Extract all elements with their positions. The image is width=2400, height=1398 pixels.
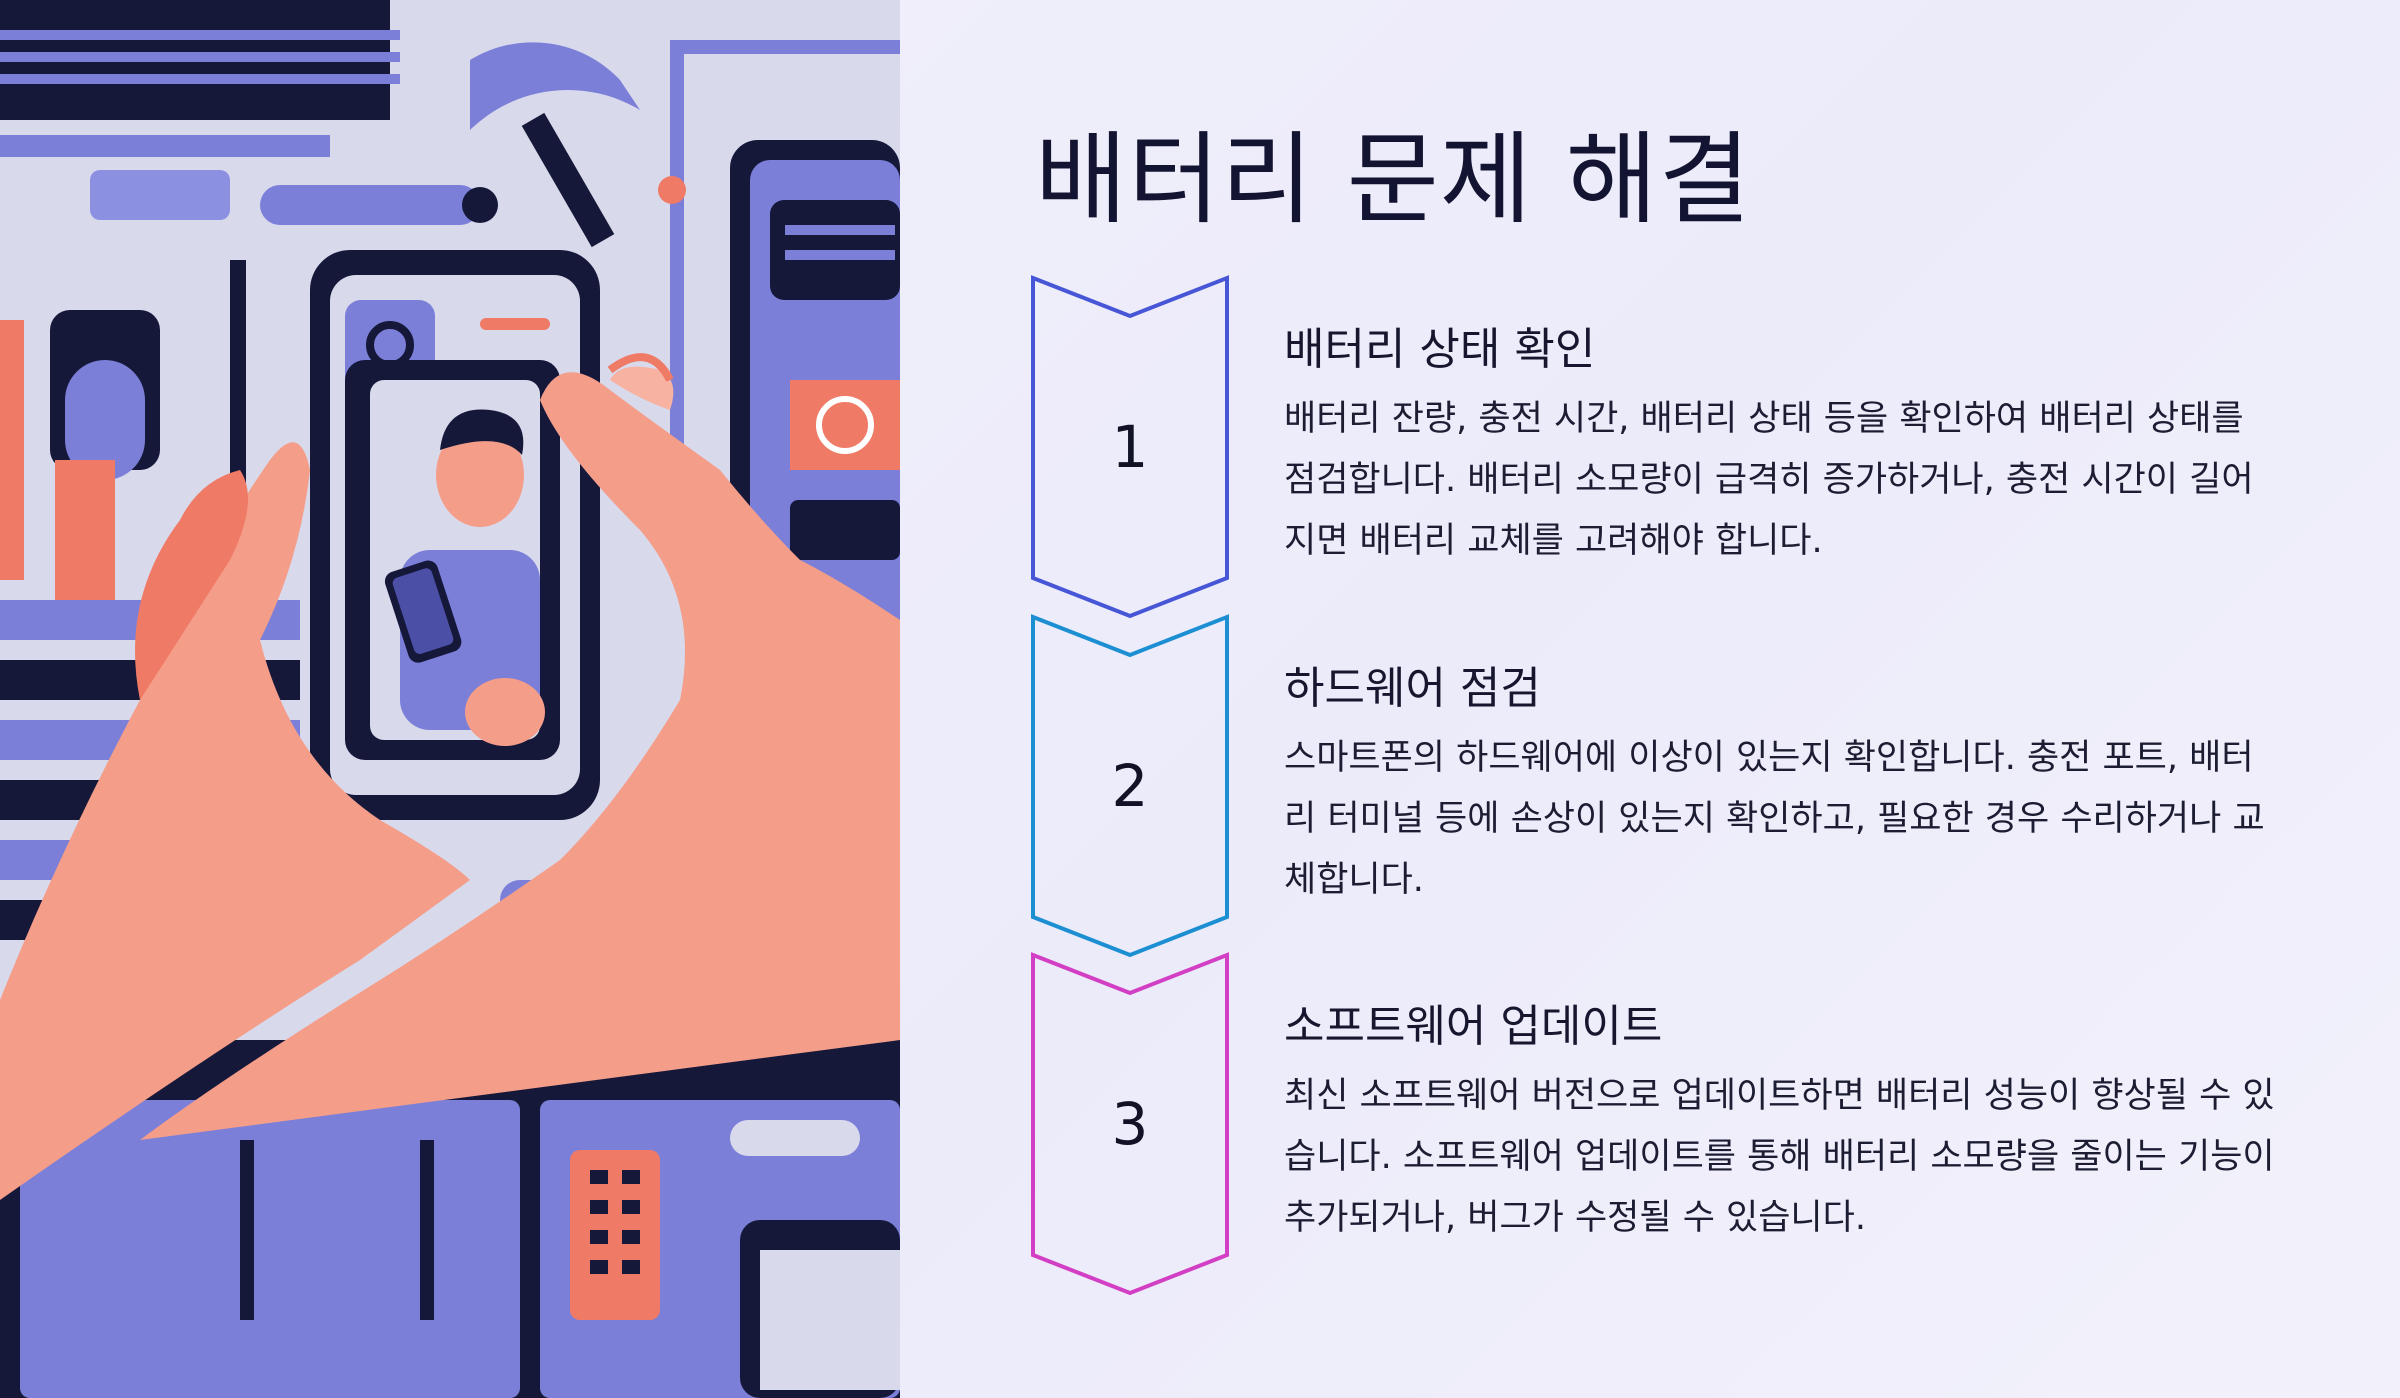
step-1-chevron-icon — [1031, 275, 1229, 619]
hands-holding-smartphone-icon — [0, 0, 900, 1398]
step-1-number: 1 — [1111, 413, 1149, 481]
content-panel: 배터리 문제 해결 1 배터리 상태 확인 배터리 잔량, 충전 시간, 배터리… — [900, 0, 2400, 1398]
step-2-heading: 하드웨어 점검 — [1284, 663, 1541, 714]
page-title: 배터리 문제 해결 — [1035, 121, 1752, 238]
step-1-body: 배터리 잔량, 충전 시간, 배터리 상태 등을 확인하여 배터리 상태를 점검… — [1284, 399, 2254, 561]
step-2: 2 하드웨어 점검 스마트폰의 하드웨어에 이상이 있는지 확인합니다. 충전 … — [1030, 614, 2280, 958]
step-2-chevron-icon — [1031, 614, 1229, 958]
step-3-chevron-icon — [1031, 952, 1229, 1296]
step-3-number: 3 — [1111, 1090, 1149, 1158]
step-1: 1 배터리 상태 확인 배터리 잔량, 충전 시간, 배터리 상태 등을 확인하… — [1030, 275, 2280, 619]
step-1-heading: 배터리 상태 확인 — [1284, 324, 1596, 375]
hero-illustration — [0, 0, 900, 1398]
step-3-heading: 소프트웨어 업데이트 — [1284, 1001, 1663, 1052]
step-3-body: 최신 소프트웨어 버전으로 업데이트하면 배터리 성능이 향상될 수 있습니다.… — [1284, 1076, 2275, 1238]
step-2-body: 스마트폰의 하드웨어에 이상이 있는지 확인합니다. 충전 포트, 배터리 터미… — [1284, 738, 2265, 900]
step-2-number: 2 — [1111, 752, 1149, 820]
step-3: 3 소프트웨어 업데이트 최신 소프트웨어 버전으로 업데이트하면 배터리 성능… — [1030, 952, 2280, 1296]
